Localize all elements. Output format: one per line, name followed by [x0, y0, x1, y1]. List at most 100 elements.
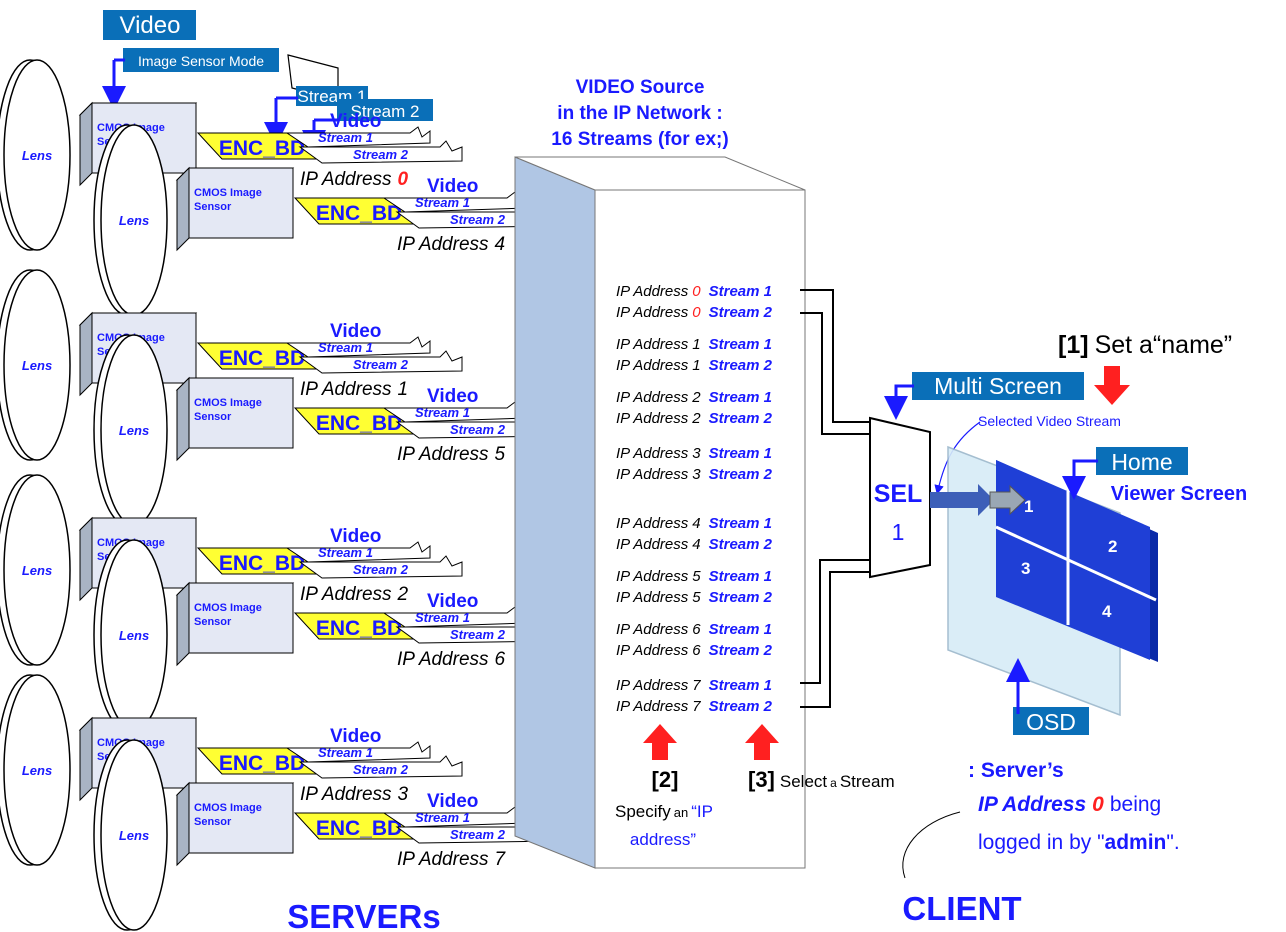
video-label: Video — [427, 176, 478, 197]
enc-label: ENC_BD — [316, 202, 402, 225]
stream1-sheet — [285, 541, 431, 563]
sensor-box-side — [176, 166, 190, 252]
sensor-box-side — [79, 516, 93, 602]
stream1-label: Stream 1 — [415, 195, 470, 210]
svg-text:16 Streams (for ex;): 16 Streams (for ex;) — [551, 129, 728, 150]
top-video-tag: Video — [103, 10, 196, 40]
home-tag: Home — [1096, 447, 1188, 475]
sensor-box-side — [79, 311, 93, 397]
viewer-cell-1: 1 — [1024, 497, 1033, 516]
sensor-label-line1: CMOS Image — [194, 187, 262, 199]
sensor-box — [188, 377, 294, 449]
lens — [3, 474, 71, 666]
step3-arrow — [745, 724, 779, 760]
network-title: VIDEO Source in the IP Network : 16 Stre… — [551, 77, 728, 150]
stream2-label: Stream 2 — [353, 562, 409, 577]
video-label: Video — [427, 791, 478, 812]
multi-screen-tag: Multi Screen — [912, 372, 1084, 400]
client-note-line3: logged in by "admin". — [978, 831, 1180, 854]
stream1-label: Stream 1 — [318, 745, 373, 760]
sensor-label-line1: CMOS Image — [194, 397, 262, 409]
sensor-box — [188, 782, 294, 854]
stream2-label: Stream 2 — [450, 627, 506, 642]
stream2-label: Stream 2 — [353, 762, 409, 777]
svg-text:SEL: SEL — [874, 480, 923, 508]
stream1-sheet — [285, 126, 431, 148]
stream2-label: Stream 2 — [353, 357, 409, 372]
sensor-box-side — [79, 716, 93, 802]
video-label: Video — [330, 321, 381, 342]
sensor-label-line2: Sensor — [194, 816, 232, 828]
stream1-label: Stream 1 — [318, 545, 373, 560]
servers-title: SERVERs — [287, 898, 440, 932]
stream1-label: Stream 1 — [415, 405, 470, 420]
viewer-cell-4: 4 — [1102, 602, 1112, 621]
sensor-label-line1: CMOS Image — [194, 602, 262, 614]
step1-label: [1]Set a“name” — [1058, 331, 1232, 359]
lens-label: Lens — [22, 563, 52, 578]
svg-text:Home: Home — [1111, 449, 1172, 475]
stream2-sheet — [298, 555, 463, 579]
stream2-sheet — [298, 140, 463, 164]
video-label: Video — [427, 386, 478, 407]
stream1-sheet — [285, 336, 431, 358]
selected-video-stream-label: Selected Video Stream — [978, 413, 1121, 429]
lens-label: Lens — [119, 628, 149, 643]
sel-multiplexer: SEL 1 — [869, 416, 931, 579]
sensor-label-line2: Sensor — [194, 411, 232, 423]
sensor-label-line1: CMOS Image — [194, 802, 262, 814]
client-title: CLIENT — [902, 890, 1021, 927]
sensor-box-side — [176, 581, 190, 667]
image-sensor-mode-tag: Image Sensor Mode — [123, 48, 279, 72]
enc-label: ENC_BD — [316, 617, 402, 640]
sensor-box — [188, 582, 294, 654]
svg-text:OSD: OSD — [1026, 709, 1076, 735]
svg-text:1: 1 — [892, 519, 905, 545]
lens — [100, 739, 168, 931]
viewer-cell-2: 2 — [1108, 537, 1117, 556]
note-callout-line — [902, 811, 961, 879]
step1-arrow — [1094, 366, 1130, 405]
stream2-label: Stream 2 — [450, 212, 506, 227]
video-label: Video — [330, 111, 381, 132]
svg-text:Image Sensor Mode: Image Sensor Mode — [138, 53, 264, 69]
step2-arrow — [643, 724, 677, 760]
svg-text:Stream 2: Stream 2 — [351, 102, 420, 121]
sensor-box-side — [79, 101, 93, 187]
sensor-box-side — [176, 376, 190, 462]
lens-label: Lens — [22, 358, 52, 373]
stream2-sheet — [298, 755, 463, 779]
viewer-cell-3: 3 — [1021, 559, 1030, 578]
enc-label: ENC_BD — [219, 137, 305, 160]
lens — [3, 59, 71, 251]
sensor-label-line2: Sensor — [194, 201, 232, 213]
svg-text:VIDEO Source: VIDEO Source — [576, 77, 705, 98]
step2-text-line2: address” — [630, 830, 696, 849]
enc-label: ENC_BD — [316, 412, 402, 435]
sensor-box — [188, 167, 294, 239]
video-label: Video — [330, 726, 381, 747]
network-box — [514, 156, 806, 869]
